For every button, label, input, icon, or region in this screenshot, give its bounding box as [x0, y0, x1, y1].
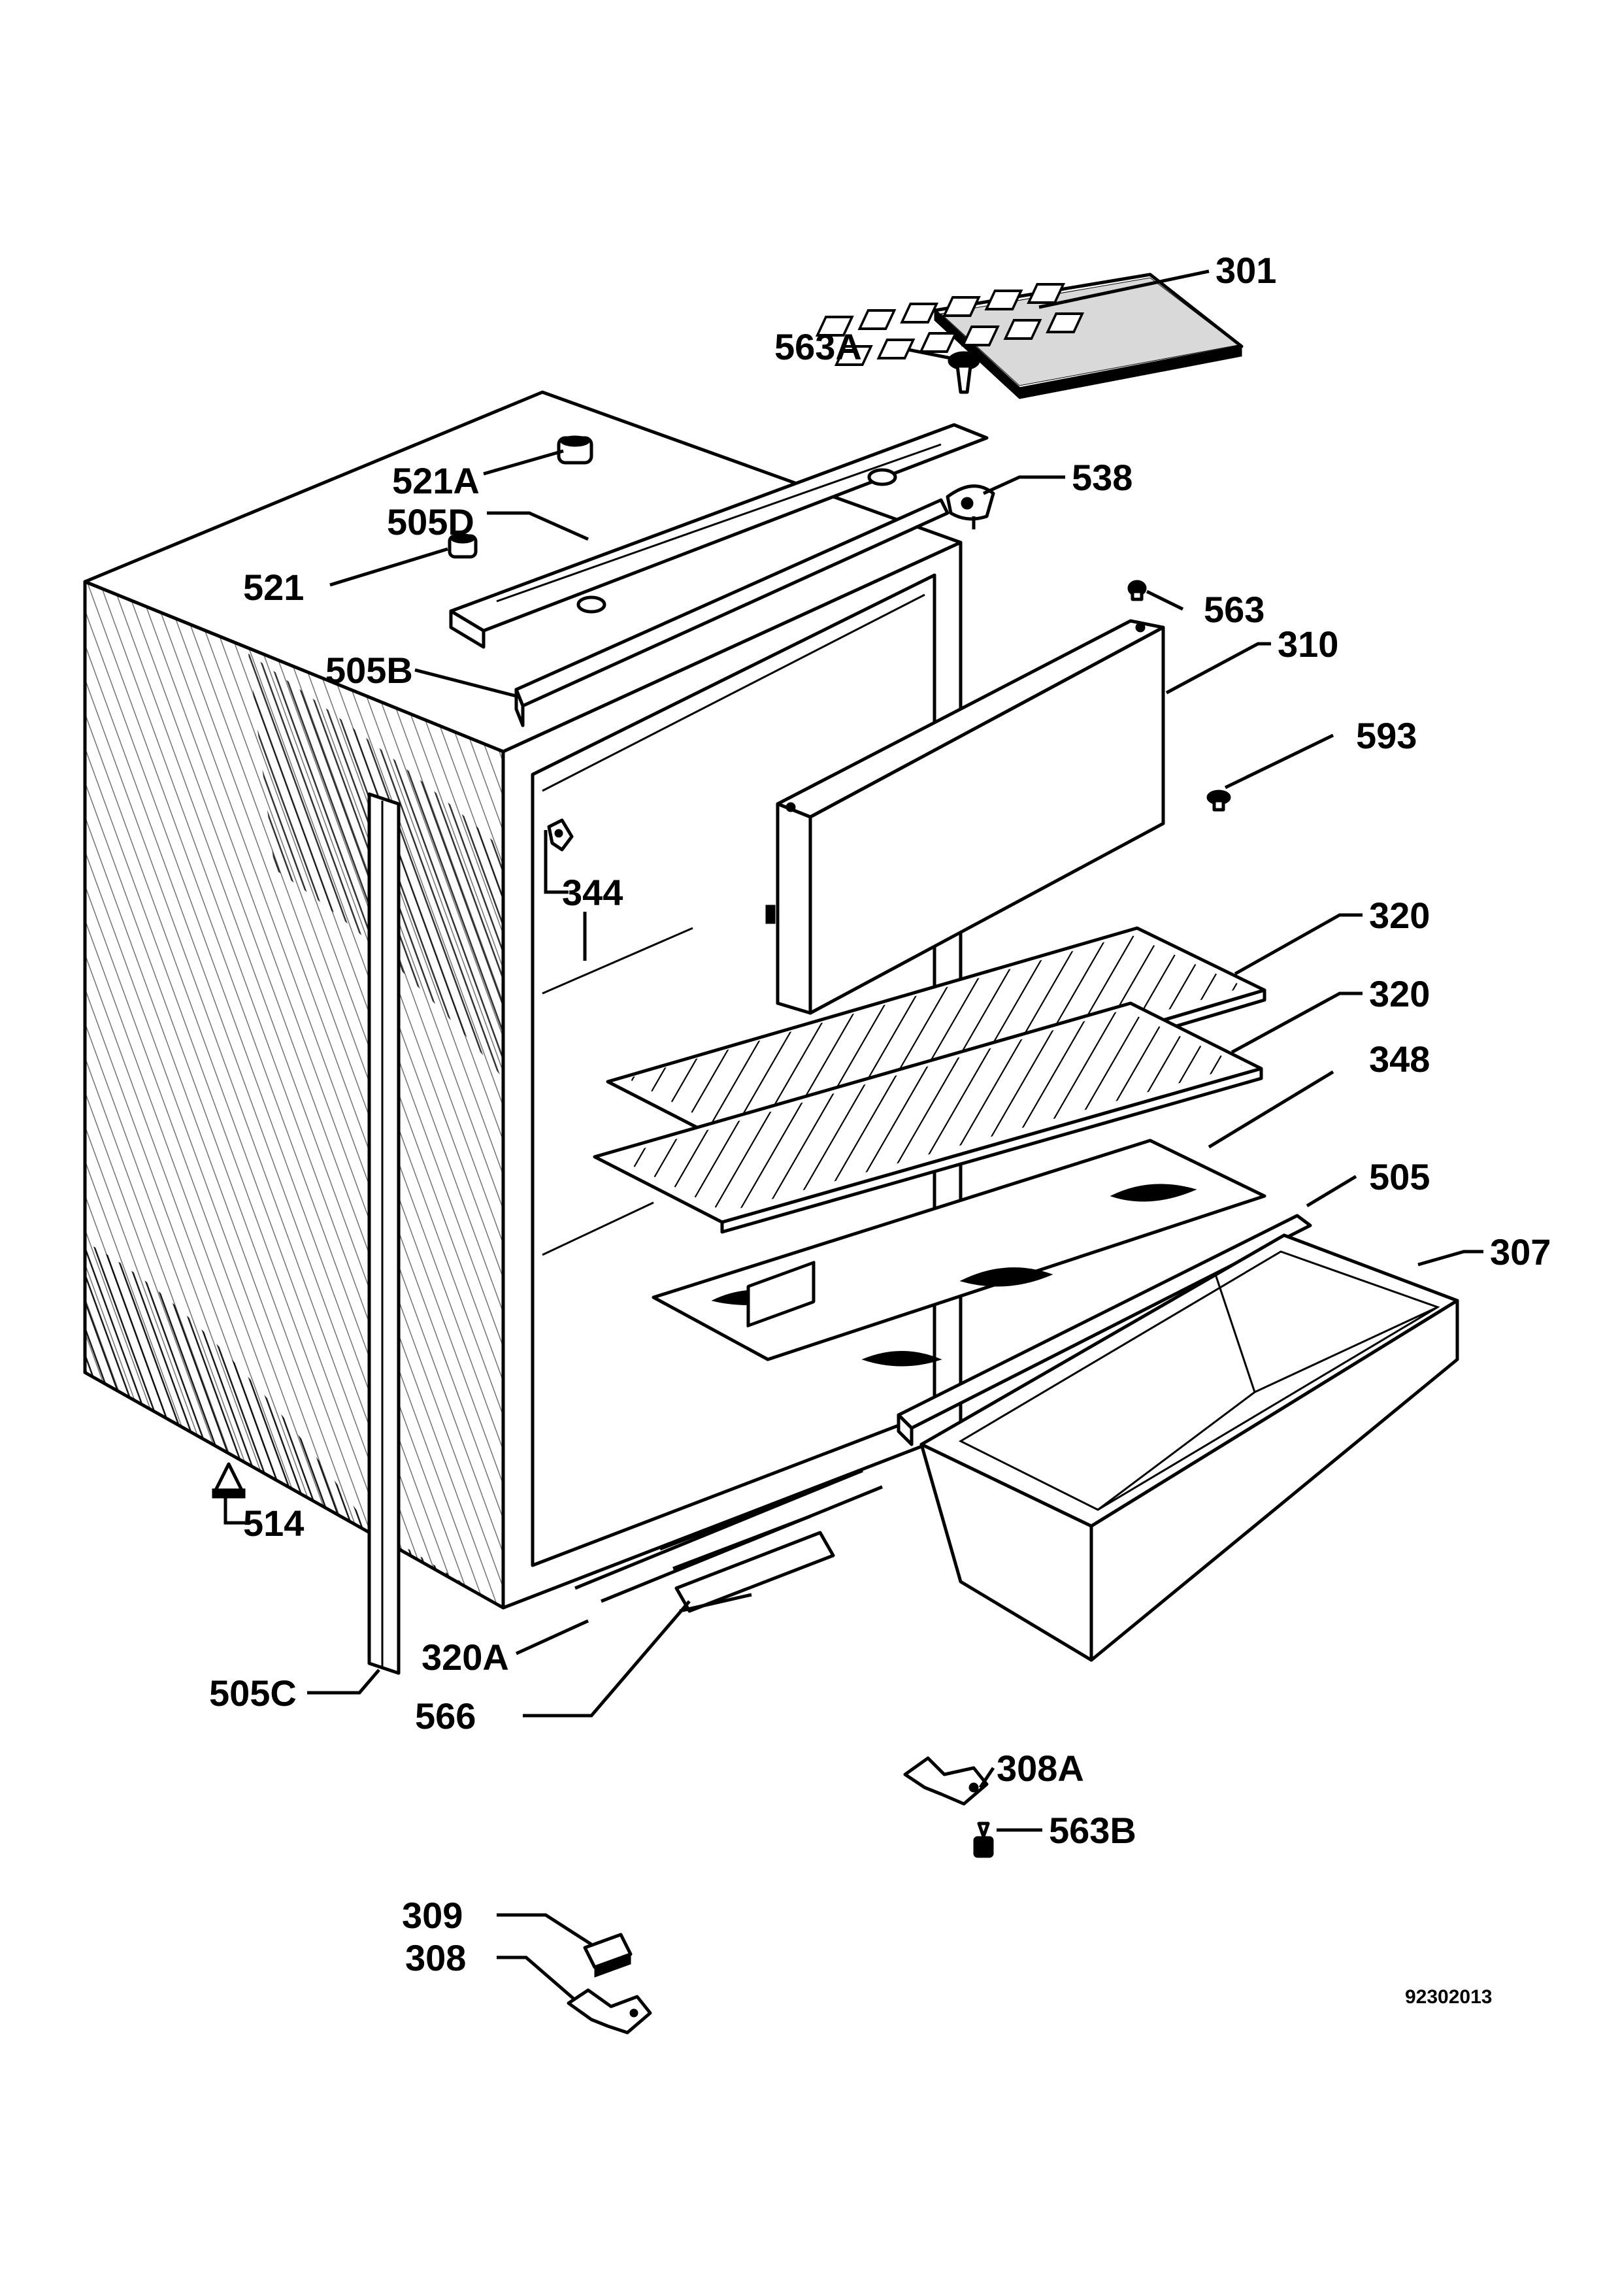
part-310-panel — [765, 619, 1165, 1015]
label-566: 566 — [415, 1695, 476, 1737]
part-308A-bracket — [903, 1756, 989, 1806]
label-505D: 505D — [387, 501, 474, 542]
label-320-upper: 320 — [1369, 895, 1430, 936]
leader-lines — [223, 269, 1483, 2001]
part-593-screw — [1206, 790, 1231, 812]
part-521A-knob — [557, 435, 593, 465]
label-344: 344 — [562, 872, 623, 913]
drawing-code: 92302013 — [1405, 1986, 1492, 2008]
part-344-clip — [547, 818, 574, 852]
label-307: 307 — [1490, 1231, 1551, 1273]
label-505C: 505C — [209, 1672, 297, 1714]
bottom-vents — [574, 1469, 883, 1603]
part-563-clip — [1127, 580, 1147, 601]
label-593: 593 — [1356, 715, 1417, 756]
label-308: 308 — [405, 1937, 466, 1978]
part-563A-screw — [948, 351, 980, 394]
label-563A: 563A — [774, 326, 862, 367]
part-521-knob — [448, 533, 478, 559]
part-307-drawer — [919, 1233, 1459, 1662]
label-538: 538 — [1072, 457, 1132, 498]
label-505: 505 — [1369, 1156, 1430, 1197]
label-521A: 521A — [392, 460, 480, 501]
label-505B: 505B — [325, 650, 413, 691]
part-566-bracket — [674, 1261, 835, 1613]
part-320-shelf-lower — [593, 1001, 1263, 1234]
part-505-rod — [897, 1214, 1312, 1446]
part-301-ice-tray — [815, 273, 1244, 399]
part-538-bracket — [946, 484, 995, 529]
label-301: 301 — [1215, 250, 1276, 291]
label-310: 310 — [1278, 624, 1338, 665]
label-521: 521 — [243, 567, 304, 608]
part-514-foot — [212, 1462, 246, 1499]
label-320A: 320A — [422, 1637, 509, 1678]
label-563: 563 — [1204, 589, 1265, 630]
label-308A: 308A — [997, 1748, 1084, 1789]
label-514: 514 — [243, 1503, 304, 1544]
part-308-bracket — [567, 1988, 652, 2035]
label-563B: 563B — [1049, 1810, 1136, 1851]
callout-labels: 301 563A 521A 538 505D 521 563 310 505B … — [209, 250, 1551, 2008]
label-320-lower: 320 — [1369, 973, 1430, 1014]
label-309: 309 — [402, 1895, 463, 1936]
label-348: 348 — [1369, 1039, 1430, 1080]
part-505B-front-rail — [514, 498, 950, 727]
part-505D-top-rail — [449, 423, 989, 649]
part-563B-screw — [973, 1822, 994, 1858]
part-309-pad — [583, 1933, 633, 1978]
